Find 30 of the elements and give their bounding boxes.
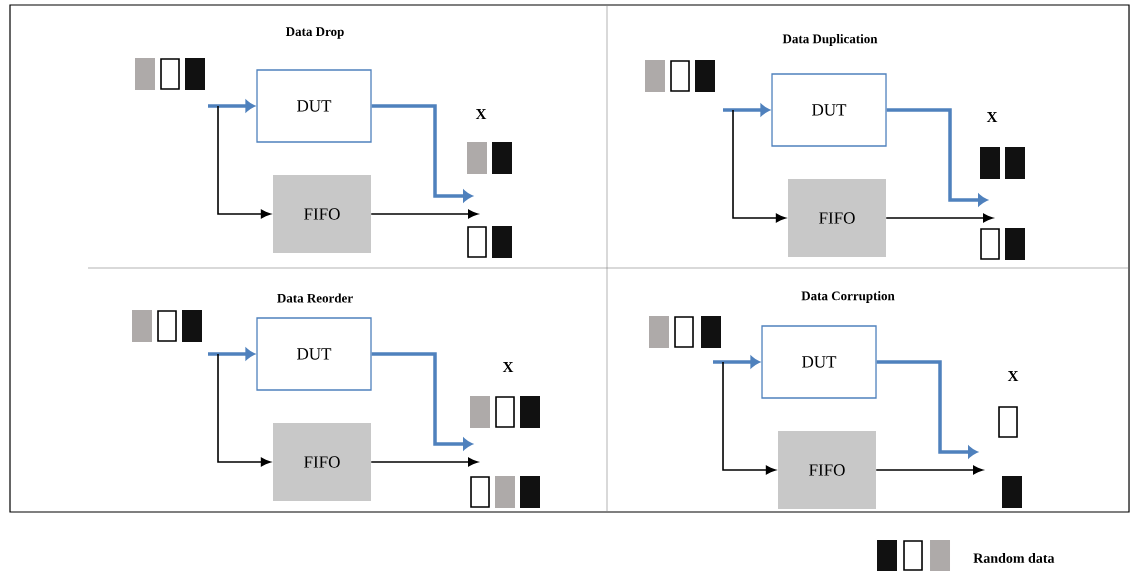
arrow xyxy=(713,356,760,368)
fifo-box: FIFO xyxy=(273,175,371,253)
arrow xyxy=(217,105,271,219)
dut-box: DUT xyxy=(771,73,887,147)
arrow xyxy=(722,361,776,475)
mismatch-mark: X xyxy=(986,112,998,122)
arrow xyxy=(370,209,478,219)
fifo-box: FIFO xyxy=(778,431,876,509)
mismatch-mark: X xyxy=(475,109,487,119)
arrow xyxy=(885,213,993,223)
arrow xyxy=(208,100,255,112)
panel-heading: Data Corruption xyxy=(801,291,895,303)
fifo-box: FIFO xyxy=(273,423,371,501)
dut-box: DUT xyxy=(256,69,372,143)
arrow xyxy=(217,353,271,467)
arrow xyxy=(723,104,770,116)
dut-box: DUT xyxy=(256,317,372,391)
mismatch-mark: X xyxy=(1007,371,1019,381)
dut-box: DUT xyxy=(761,325,877,399)
arrow xyxy=(875,465,983,475)
fifo-box: FIFO xyxy=(788,179,886,257)
arrow xyxy=(371,352,473,450)
arrow xyxy=(886,108,988,206)
arrow xyxy=(732,109,786,223)
arrow xyxy=(876,360,978,458)
arrow xyxy=(370,457,478,467)
arrow xyxy=(208,348,255,360)
legend-label: Random data xyxy=(973,553,1055,563)
arrow xyxy=(371,104,473,202)
mismatch-mark: X xyxy=(502,362,514,372)
